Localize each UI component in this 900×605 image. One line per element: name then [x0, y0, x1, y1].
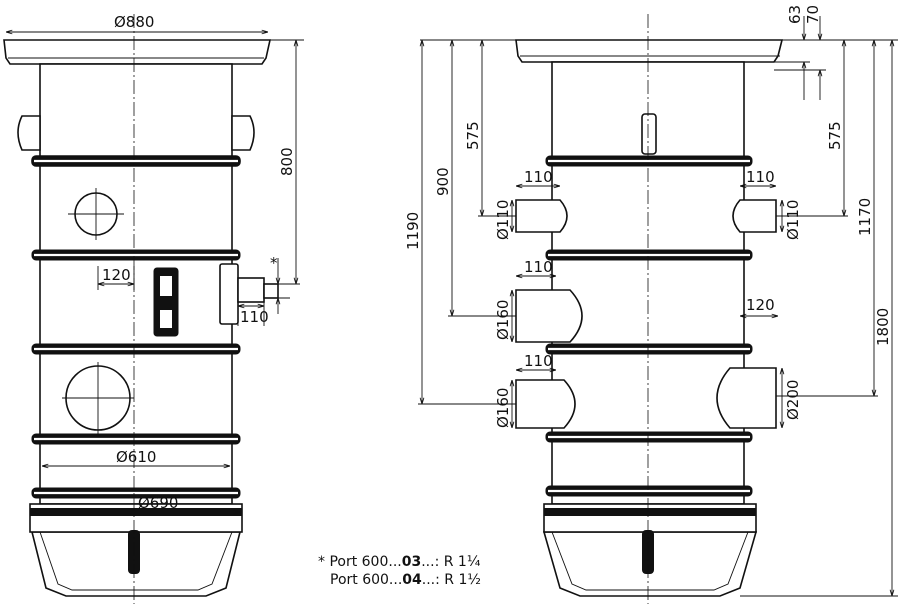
right-lid	[515, 39, 784, 63]
dim-inlet-top-right-len: 110	[746, 168, 775, 186]
left-ribs	[31, 155, 241, 499]
dim-height-800: 800	[278, 147, 296, 176]
dim-900: 900	[434, 167, 452, 196]
dim-inlet-top-right-dia: Ø110	[784, 200, 802, 240]
left-outlet-fitting	[219, 263, 239, 325]
footnote: * Port 600...03...: R 1¼ Port 600...04..…	[318, 554, 481, 588]
dim-70: 70	[804, 5, 822, 24]
right-inlet-low-left	[515, 379, 576, 429]
dim-inlet-mid-right-len: 120	[746, 296, 775, 314]
dim-inlet-low-left-len: 110	[524, 352, 553, 370]
dim-base-diameter: Ø690	[138, 494, 178, 512]
dim-inlet-low-right-dia: Ø200	[784, 380, 802, 420]
dim-575-right: 575	[826, 121, 844, 150]
dim-1800: 1800	[874, 308, 892, 346]
dim-asterisk: *	[270, 254, 278, 272]
dim-inner-diameter: Ø610	[116, 448, 156, 466]
footnote-line-2: Port 600...04...: R 1½	[330, 572, 481, 588]
left-handle-right	[231, 115, 255, 151]
right-inlet-top-right	[732, 199, 777, 233]
dim-inlet-mid-left-len: 110	[524, 258, 553, 276]
dim-575-left: 575	[464, 121, 482, 150]
dim-inlet-low-left-dia: Ø160	[494, 388, 512, 428]
dim-inlet-top-left-len: 110	[524, 168, 553, 186]
right-vent-pipe	[641, 113, 657, 155]
left-shaft-view	[3, 14, 279, 604]
right-inlet-low-right	[716, 367, 777, 429]
dim-inlet-top-left-dia: Ø110	[494, 200, 512, 240]
right-shaft-view	[515, 14, 784, 604]
right-ribs	[545, 155, 753, 497]
dim-1190: 1190	[404, 212, 422, 250]
footnote-line-1: * Port 600...03...: R 1¼	[318, 554, 481, 570]
left-handle-left	[17, 115, 41, 151]
dim-63: 63	[786, 5, 804, 24]
dim-outlet-110: 110	[240, 308, 269, 326]
right-dimensions: 63 70 575 900 1190 575 1170 1800 110 110	[404, 5, 898, 597]
left-lid	[3, 39, 271, 65]
dim-1170: 1170	[856, 198, 874, 236]
right-inlet-mid-left	[515, 289, 583, 343]
dim-top-diameter: Ø880	[114, 13, 154, 31]
right-inlet-top-left	[515, 199, 568, 233]
left-dimensions: Ø880 800 * 120 110 Ø610 Ø690	[6, 13, 304, 512]
dim-pipe-offset-120: 120	[102, 266, 131, 284]
dim-inlet-mid-left-dia: Ø160	[494, 300, 512, 340]
